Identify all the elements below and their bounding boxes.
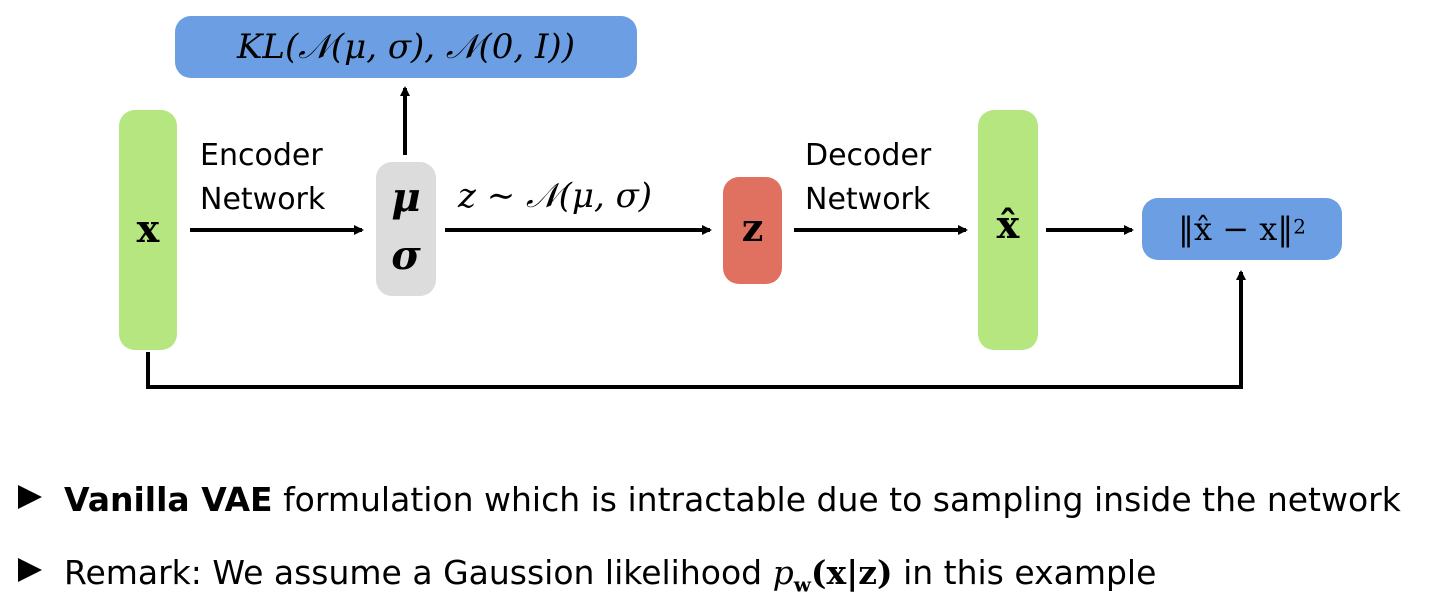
kl-divergence-text: KL(𝒩(μ, σ), 𝒩(0, I)) [237, 27, 575, 67]
mu-sigma-box: μ σ [376, 162, 436, 296]
bullet-triangle-icon [18, 485, 42, 509]
kl-divergence-box: KL(𝒩(μ, σ), 𝒩(0, I)) [175, 16, 637, 78]
latent-z-box: z [723, 177, 782, 284]
sampling-label: z ∼ 𝒩(μ, σ) [458, 176, 653, 216]
remark-math-p: p [772, 553, 794, 592]
bullet-text: formulation which is intractable due to … [272, 480, 1401, 519]
mu-symbol: μ [391, 174, 421, 221]
sigma-symbol: σ [391, 232, 421, 279]
remark-math-sub: w [793, 572, 811, 597]
reconstruction-loss-text: ‖x̂ − x‖ [1178, 210, 1294, 248]
bullet-remark: Remark: We assume a Gaussion likelihood … [18, 553, 1156, 597]
bullet-vanilla-vae: Vanilla VAE formulation which is intract… [18, 480, 1401, 519]
output-xhat-symbol: x̂ [996, 202, 1020, 247]
skip-connection [146, 270, 1246, 389]
input-x-symbol: x [136, 206, 160, 251]
remark-text-after: in this example [892, 553, 1157, 592]
decoder-label-line2: Network [805, 182, 931, 217]
input-x-box: x [119, 110, 177, 350]
latent-z-symbol: z [741, 205, 764, 250]
output-xhat-box: x̂ [978, 110, 1038, 350]
decoder-label-line1: Decoder [805, 138, 932, 173]
reconstruction-loss-box: ‖x̂ − x‖2 [1142, 198, 1342, 260]
encoder-label-line2: Network [200, 182, 326, 217]
encoder-label-line1: Encoder [200, 138, 323, 173]
reconstruction-loss-exponent: 2 [1293, 214, 1306, 239]
remark-math-after: (x|z) [810, 553, 893, 592]
remark-text-before: Remark: We assume a Gaussion likelihood [64, 553, 773, 592]
bullet-bold-text: Vanilla VAE [64, 480, 273, 519]
bullet-triangle-icon [18, 558, 42, 582]
